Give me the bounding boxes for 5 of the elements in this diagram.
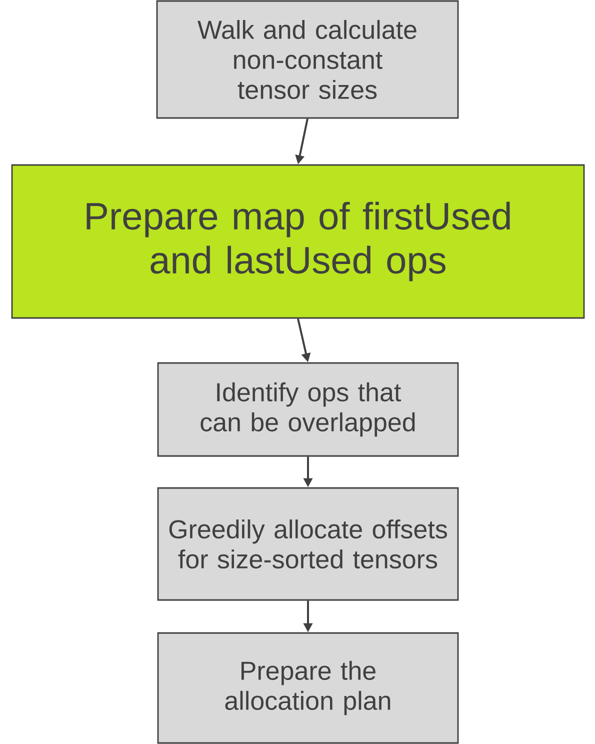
process-box: Prepare the allocation plan xyxy=(157,632,459,744)
process-box: Walk and calculate non-constant tensor sizes xyxy=(156,0,459,119)
process-box: Greedily allocate offsets for size-sorted tensors xyxy=(157,487,459,601)
process-box: Prepare map of firstUsed and lastUsed ops xyxy=(11,164,585,319)
process-box: Identify ops that can be overlapped xyxy=(157,362,459,457)
